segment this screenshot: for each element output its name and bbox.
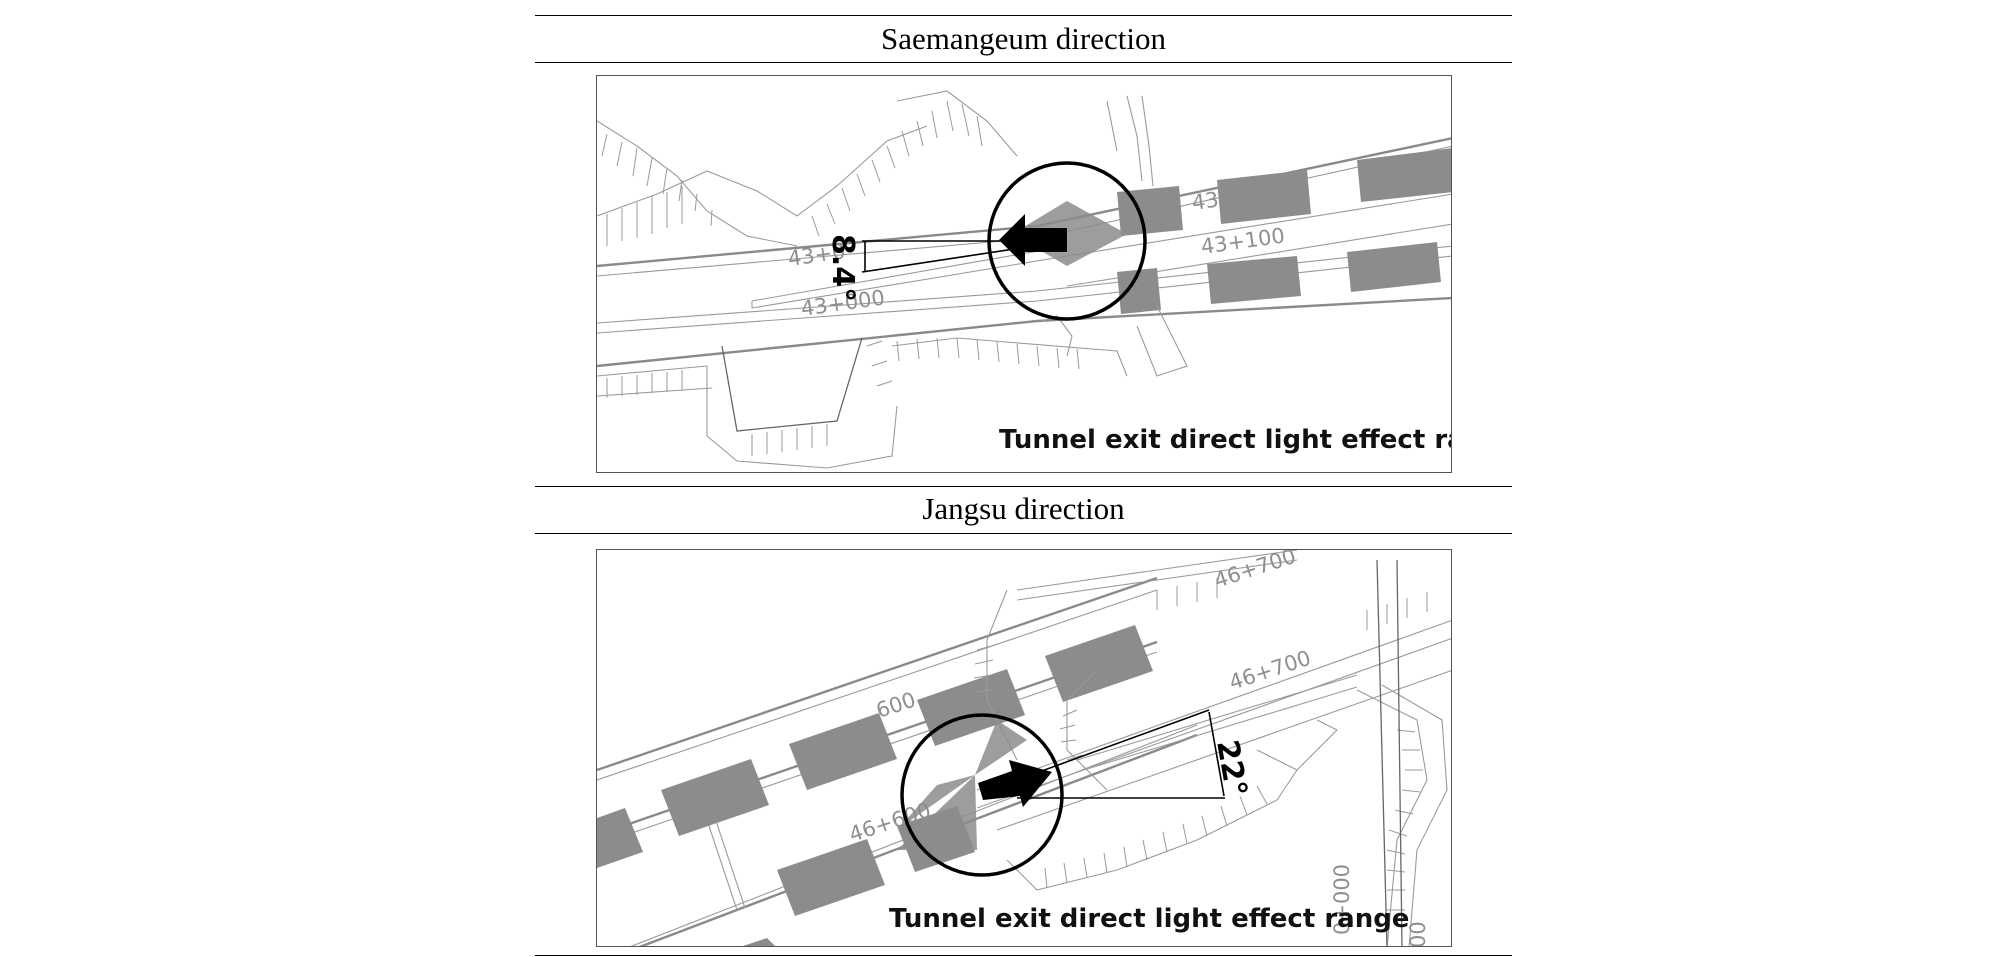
tunnel-lane-blocks xyxy=(597,625,1153,946)
effect-range-label: Tunnel exit direct light effect range xyxy=(889,904,1409,934)
direct-light-effect-circle xyxy=(897,713,1064,877)
angle-label-22: 22° xyxy=(1209,737,1253,799)
road-edges xyxy=(597,550,1451,946)
station-label-43-100: 43+100 xyxy=(1199,223,1286,259)
station-label-600: 600 xyxy=(873,688,919,723)
angle-label-8-4: 8.4° xyxy=(825,234,860,302)
station-label-43: 43 xyxy=(1190,187,1220,214)
effect-range-label: Tunnel exit direct light effect range xyxy=(999,425,1452,455)
caption-jangsu: Jangsu direction xyxy=(922,491,1125,526)
slope-hatching-upper xyxy=(597,90,1154,247)
caption-rule-2 xyxy=(535,533,1512,534)
station-label-46-700-top: 46+700 xyxy=(1211,550,1299,593)
station-label-0-000: 0+000 xyxy=(1330,864,1354,935)
slope-hatching xyxy=(973,559,1448,946)
diagram-jangsu: 46+700 46+700 46+600 600 0+000 00 22° Tu… xyxy=(596,549,1452,947)
bottom-rule xyxy=(535,955,1512,956)
diagram-saemangeum: 43+000 43+100 43+0 43 8.4° Tunnel exit d… xyxy=(596,75,1452,473)
station-label-00: 00 xyxy=(1406,921,1430,947)
top-rule xyxy=(535,15,1512,16)
direction-arrow xyxy=(999,214,1067,266)
tunnel-lane-blocks xyxy=(1117,148,1451,314)
angle-lines xyxy=(1016,709,1225,799)
caption-rule xyxy=(535,62,1512,63)
caption-saemangeum: Saemangeum direction xyxy=(881,21,1166,56)
direction-arrow xyxy=(978,760,1052,807)
station-label-46-700: 46+700 xyxy=(1226,646,1314,695)
lower-structure xyxy=(597,305,1188,469)
separator-rule xyxy=(535,486,1512,487)
